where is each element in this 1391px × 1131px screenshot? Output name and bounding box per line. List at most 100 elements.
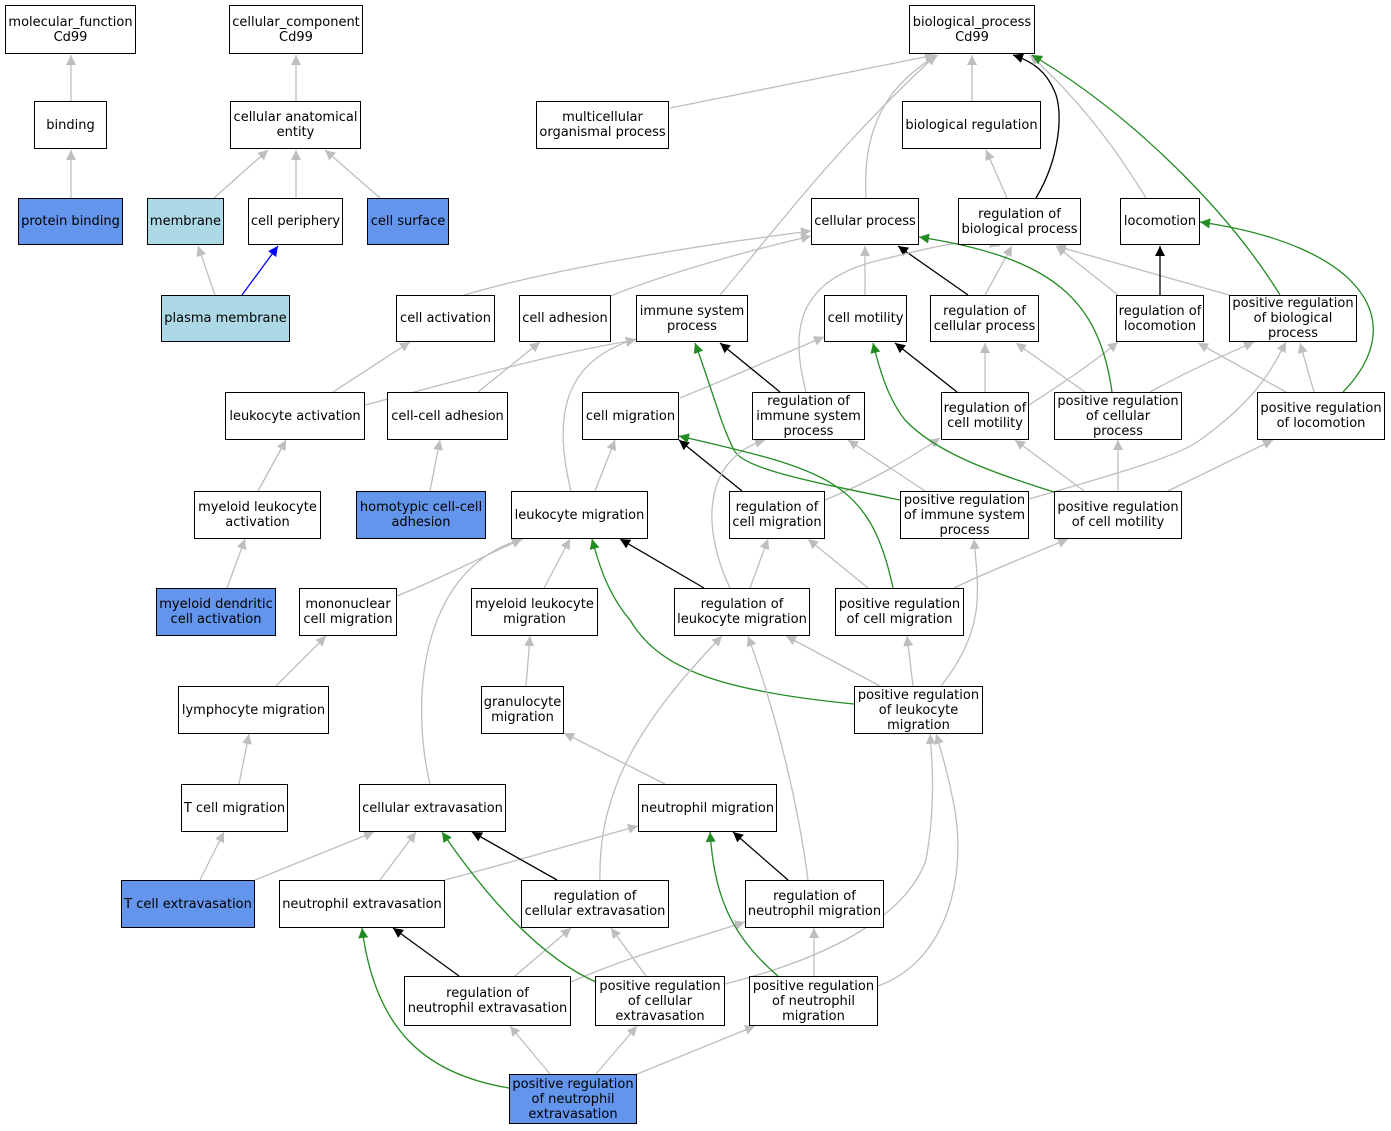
term-node-rnext[interactable]: regulation of neutrophil extravasation [404,976,571,1026]
term-label: regulation of cellular extravasation [524,889,666,919]
term-label: membrane [149,214,222,229]
edge-is-a-lmig-to-cmig [594,439,617,492]
term-node-mlact[interactable]: myeloid leukocyte activation [194,491,321,539]
term-node-hcca[interactable]: homotypic cell-cell adhesion [356,491,486,539]
edge-is-a-prcext-to-prlmig [724,733,936,985]
term-node-next[interactable]: neutrophil extravasation [279,880,445,928]
edge-regulates-rcmig-to-cmig [678,439,743,492]
term-node-breg[interactable]: biological regulation [902,101,1041,149]
term-node-prcext[interactable]: positive regulation of cellular extravas… [595,976,725,1026]
edge-regulates-risp-to-isp [719,342,781,393]
edge-is-a-lmig-to-isp [562,337,637,492]
edge-is-a-mlmig-to-lmig [543,538,571,589]
term-label: cellular_component Cd99 [232,14,360,45]
term-node-mncm[interactable]: mononuclear cell migration [299,588,397,636]
term-node-rloc[interactable]: regulation of locomotion [1116,295,1204,342]
term-node-risp[interactable]: regulation of immune system process [752,392,865,440]
edge-is-a-rnext-to-rnmig [570,920,746,983]
edge-is-a-prlmig-to-prcmig [903,635,914,687]
term-label: regulation of cellular process [933,303,1036,334]
edge-regulates-rcext-to-cext [471,831,558,881]
edge-is-a-mop-to-bp [669,52,936,109]
term-node-prloc[interactable]: positive regulation of locomotion [1257,392,1385,440]
edge-positively-regulates-prcmot-to-cmot [870,342,1055,493]
term-node-nmig[interactable]: neutrophil migration [638,784,777,832]
term-label: regulation of neutrophil extravasation [407,986,568,1016]
term-node-prnmig[interactable]: positive regulation of neutrophil migrat… [749,976,878,1026]
edge-is-a-prcp-to-rcp [1015,342,1086,393]
edge-regulates-rlmig-to-lmig [619,538,705,589]
term-node-cact[interactable]: cell activation [396,295,495,342]
term-node-loco[interactable]: locomotion [1120,198,1200,245]
term-node-csurf[interactable]: cell surface [367,198,449,245]
term-label: positive regulation of immune system pro… [903,492,1026,538]
term-label: positive regulation of cell motility [1057,500,1179,530]
term-node-rlmig[interactable]: regulation of leukocyte migration [674,588,810,636]
term-node-text[interactable]: T cell extravasation [121,880,255,928]
term-label: granulocyte migration [483,695,562,725]
term-node-prbp[interactable]: positive regulation of biological proces… [1229,295,1357,342]
term-node-prnext[interactable]: positive regulation of neutrophil extrav… [509,1074,637,1124]
edge-is-a-prnext-to-prcext [595,1025,638,1075]
edge-is-a-prloc-to-rloc [1197,342,1287,393]
edge-is-a-cadh-to-cproc [609,233,812,297]
term-node-prlmig[interactable]: positive regulation of leukocyte migrati… [854,686,983,734]
term-node-binding[interactable]: binding [34,101,107,149]
term-node-tmig[interactable]: T cell migration [181,784,288,832]
edge-positively-regulates-prcp-to-cproc [918,233,1113,393]
term-node-mlmig[interactable]: myeloid leukocyte migration [471,588,598,636]
term-node-lymig[interactable]: lymphocyte migration [178,686,329,734]
term-label: positive regulation of cell migration [838,597,961,627]
term-node-pm[interactable]: plasma membrane [161,295,290,342]
term-node-mf[interactable]: molecular_function Cd99 [5,5,136,54]
term-label: biological regulation [905,117,1038,133]
term-label: positive regulation of biological proces… [1232,296,1354,341]
edge-is-a-prloc-to-prbp [1297,342,1315,393]
edge-regulates-rnmig-to-nmig [732,831,789,881]
edge-is-a-isp-to-bp [719,54,937,296]
term-node-isp[interactable]: immune system process [636,295,748,342]
term-label: cellular extravasation [362,800,503,816]
term-label: myeloid dendritic cell activation [159,597,273,627]
term-node-mem[interactable]: membrane [147,198,224,245]
term-node-cc[interactable]: cellular_component Cd99 [229,5,363,54]
term-node-cmig[interactable]: cell migration [582,392,679,440]
term-node-rcext[interactable]: regulation of cellular extravasation [521,880,669,928]
term-node-cae[interactable]: cellular anatomical entity [230,101,361,149]
edge-is-a-ccadh-to-cadh [477,341,541,393]
term-label: positive regulation of cellular extravas… [599,978,721,1024]
term-node-cmot[interactable]: cell motility [824,295,907,342]
edge-is-a-tmig-to-lymig [238,733,252,785]
term-node-ccadh[interactable]: cell-cell adhesion [387,392,508,440]
term-label: molecular_function Cd99 [8,14,133,45]
term-node-lmig[interactable]: leukocyte migration [511,491,648,539]
term-node-bp[interactable]: biological_process Cd99 [909,5,1035,54]
term-node-cadh[interactable]: cell adhesion [519,295,611,342]
term-node-cext[interactable]: cellular extravasation [359,784,506,832]
edge-is-a-lymig-to-mncm [275,635,327,687]
term-node-mop[interactable]: multicellular organismal process [536,101,669,149]
term-node-pb[interactable]: protein binding [18,198,123,245]
term-node-gmig[interactable]: granulocyte migration [481,686,564,734]
term-node-prcmot[interactable]: positive regulation of cell motility [1054,491,1182,539]
edge-positively-regulates-prloc-to-loco [1199,218,1374,393]
term-node-prcmig[interactable]: positive regulation of cell migration [835,588,964,636]
term-node-rcmig[interactable]: regulation of cell migration [729,491,825,539]
term-label: cellular process [814,214,916,229]
term-node-rcmot[interactable]: regulation of cell motility [941,392,1029,440]
edge-is-a-nmig-to-gmig [563,732,666,785]
term-node-rcp[interactable]: regulation of cellular process [930,295,1039,342]
term-label: regulation of immune system process [756,393,861,439]
edge-is-a-text-to-tmig [199,831,225,881]
term-node-prisp[interactable]: positive regulation of immune system pro… [900,491,1029,539]
term-node-cproc[interactable]: cellular process [811,198,919,245]
term-node-cper[interactable]: cell periphery [248,198,343,245]
term-node-rnmig[interactable]: regulation of neutrophil migration [745,880,884,928]
edge-is-a-cext-to-lmig [420,536,524,785]
term-node-mdca[interactable]: myeloid dendritic cell activation [156,588,276,636]
edge-is-a-prisp-to-risp [847,439,926,492]
term-node-rbp[interactable]: regulation of biological process [958,198,1081,245]
term-node-lact[interactable]: leukocyte activation [225,392,365,440]
edge-is-a-prnext-to-prnmig [636,1025,756,1075]
term-node-prcp[interactable]: positive regulation of cellular process [1054,392,1182,440]
